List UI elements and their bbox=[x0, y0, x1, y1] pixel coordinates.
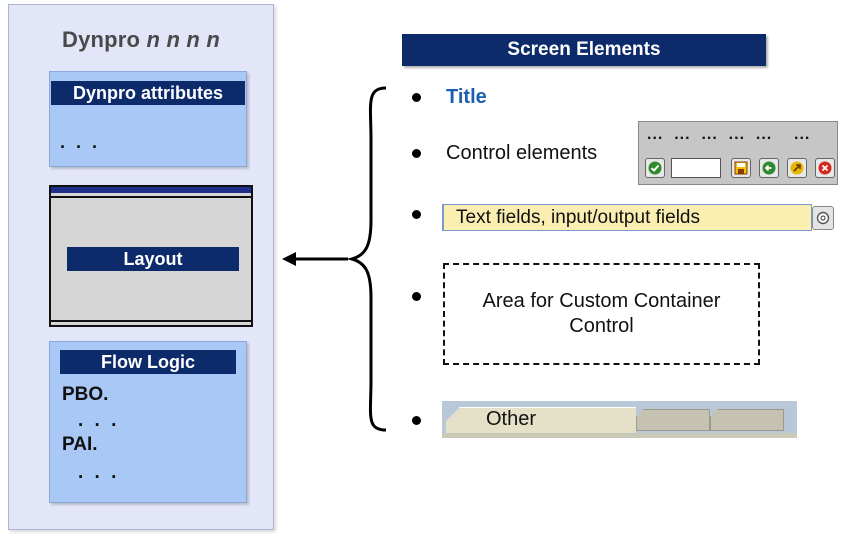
bullet-icon bbox=[412, 210, 421, 219]
tab-inactive-2[interactable] bbox=[710, 409, 784, 431]
layout-box: Layout bbox=[49, 185, 253, 327]
dynpro-attributes-box: Dynpro attributes . . . bbox=[49, 71, 247, 167]
tabstrip: Other bbox=[442, 401, 797, 438]
element-title-label: Title bbox=[446, 86, 487, 108]
custom-container-label: Area for Custom Container Control bbox=[482, 290, 721, 337]
text-field-example[interactable]: Text fields, input/output fields bbox=[442, 204, 812, 231]
bullet-icon bbox=[412, 292, 421, 301]
dynpro-title-prefix: Dynpro bbox=[61, 27, 141, 52]
layout-divider-top bbox=[51, 196, 251, 198]
tab-inactive-1[interactable] bbox=[636, 409, 710, 431]
value-help-icon[interactable] bbox=[812, 206, 834, 230]
bullet-icon bbox=[412, 416, 421, 425]
dynpro-panel: Dynpro n n n n Dynpro attributes . . . L… bbox=[8, 4, 274, 530]
flow-line-ellipsis-1: . . . bbox=[78, 410, 120, 431]
flow-logic-box: Flow Logic PBO. . . . PAI. . . . bbox=[49, 341, 247, 503]
tab-other-label: Other bbox=[486, 408, 537, 430]
flow-line-pai: PAI. bbox=[62, 434, 98, 455]
bullet-icon bbox=[412, 149, 421, 158]
control-elements-toolbar: ... ... ... ... ... ... bbox=[638, 121, 838, 185]
arrow-icon bbox=[282, 252, 348, 266]
tab-other[interactable] bbox=[446, 407, 636, 433]
curly-brace bbox=[346, 86, 387, 432]
custom-container-area: Area for Custom Container Control bbox=[443, 263, 760, 365]
layout-divider-bottom bbox=[51, 320, 251, 322]
flow-logic-label: Flow Logic bbox=[60, 350, 236, 374]
screen-elements-header: Screen Elements bbox=[402, 34, 766, 66]
exit-icon[interactable] bbox=[787, 158, 807, 178]
dynpro-title-number: n n n n bbox=[146, 27, 220, 52]
cancel-icon[interactable] bbox=[815, 158, 835, 178]
back-icon[interactable] bbox=[759, 158, 779, 178]
brace-arrow-connector bbox=[282, 86, 387, 432]
tabstrip-baseline bbox=[442, 433, 797, 438]
command-field[interactable] bbox=[671, 158, 721, 178]
attributes-ellipsis: . . . bbox=[60, 132, 101, 152]
dynpro-title: Dynpro n n n n bbox=[9, 27, 273, 53]
save-icon[interactable] bbox=[731, 158, 751, 178]
standard-toolbar bbox=[645, 158, 835, 180]
bullet-icon bbox=[412, 93, 421, 102]
menu-placeholder-dots: ... ... ... ... ... ... bbox=[647, 126, 811, 143]
element-control-label: Control elements bbox=[446, 142, 598, 164]
layout-title-stripe bbox=[51, 187, 251, 193]
check-icon[interactable] bbox=[645, 158, 665, 178]
flow-line-ellipsis-2: . . . bbox=[78, 462, 120, 483]
dynpro-attributes-label: Dynpro attributes bbox=[51, 81, 245, 105]
layout-label: Layout bbox=[67, 247, 239, 271]
flow-line-pbo: PBO. bbox=[62, 384, 109, 405]
